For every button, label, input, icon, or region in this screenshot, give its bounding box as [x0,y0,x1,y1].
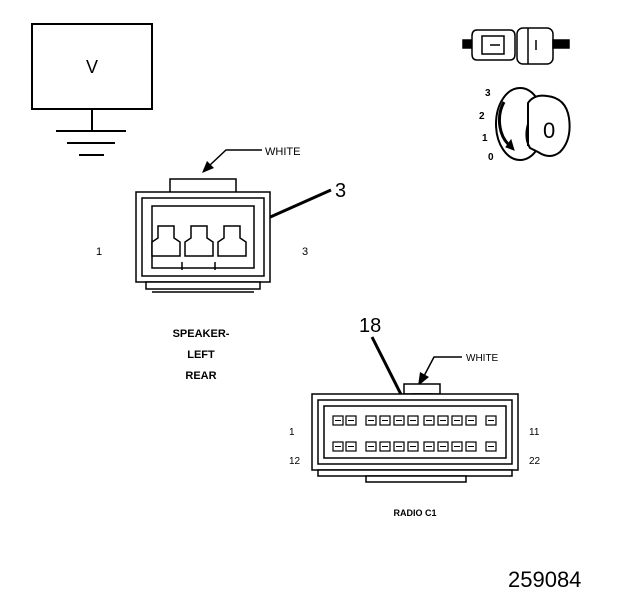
radio-terminal-cavity [451,441,463,452]
speaker-title-line-2: LEFT [187,349,215,361]
ignition-position-2: 2 [479,111,485,122]
radio-color-arrowhead-icon [418,372,429,386]
speaker-title-line-3: REAR [185,370,216,382]
ignition-position-3: 3 [485,88,491,99]
radio-terminal-cavity [345,441,357,452]
radio-terminal-cavity [465,415,477,426]
fuse-icon [462,27,570,65]
radio-color-callout: WHITE [466,353,499,364]
speaker-terminal-cavities [151,225,247,270]
radio-terminal-cavity [365,415,377,426]
radio-terminal-cavity [485,415,497,426]
speaker-pin-1-label: 1 [96,246,102,258]
ignition-key-label: 0 [543,118,555,143]
radio-pin-11-label: 11 [529,427,540,438]
ignition-switch: 3 2 1 0 0 [479,87,571,163]
radio-terminal-cavity [345,415,357,426]
radio-terminal-cavity [332,441,344,452]
ignition-position-1: 1 [482,133,488,144]
radio-terminal-cavity [485,441,497,452]
ground-symbol-icon [56,130,126,156]
radio-terminal-cavity [379,441,391,452]
speaker-connector: WHITE 3 1 3 SPEAKER- LEF [96,146,346,382]
radio-terminal-cavity [379,415,391,426]
radio-terminal-cavity [393,415,405,426]
ignition-key-icon [525,94,571,157]
radio-terminal-cavity [451,415,463,426]
speaker-title-line-1: SPEAKER- [173,328,230,340]
radio-pin-22-label: 22 [529,456,541,467]
speaker-color-leader [209,149,262,166]
radio-terminal-cavities [332,415,497,452]
radio-color-leader [423,356,462,377]
speaker-color-callout: WHITE [265,146,300,158]
radio-pin-12-label: 12 [289,456,301,467]
radio-terminal-cavity [332,415,344,426]
voltmeter: V [31,23,153,156]
radio-connector: WHITE 18 1 11 12 22 RADIO C1 [289,315,541,518]
radio-pin-1-label: 1 [289,427,295,438]
speaker-pin-3-label: 3 [302,246,308,258]
radio-terminal-cavity [407,415,419,426]
figure-number: 259084 [508,567,581,592]
radio-terminal-cavity [393,441,405,452]
voltmeter-label: V [86,57,98,77]
radio-terminal-cavity [423,415,435,426]
speaker-pin-callout: 3 [335,180,346,202]
radio-terminal-cavity [465,441,477,452]
radio-terminal-cavity [437,441,449,452]
radio-title: RADIO C1 [393,508,436,518]
radio-pin-callout: 18 [359,315,381,337]
speaker-color-arrowhead-icon [202,161,214,173]
radio-terminal-cavity [407,441,419,452]
radio-connector-body [311,383,519,483]
radio-terminal-cavity [437,415,449,426]
radio-terminal-cavity [423,441,435,452]
voltmeter-box [31,23,153,110]
radio-terminal-cavity [365,441,377,452]
ignition-position-0: 0 [488,152,494,163]
